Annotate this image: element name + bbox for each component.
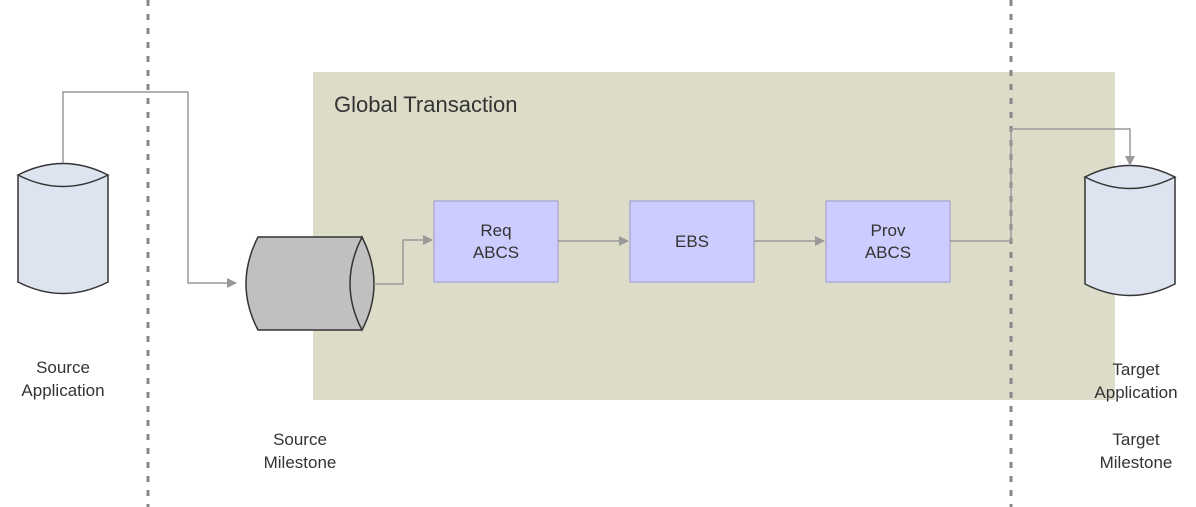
source-milestone-label: Source Milestone xyxy=(240,428,360,474)
ebs-label-line-1: EBS xyxy=(674,231,710,251)
prov-abcs-to-target-arrow xyxy=(950,128,1135,242)
target-application-database-icon xyxy=(1083,164,1177,297)
ebs-label: EBS xyxy=(630,201,754,282)
req-abcs-label: Req ABCS xyxy=(434,201,558,282)
prov-abcs-label: Prov ABCS xyxy=(826,201,950,282)
req-abcs-label-line-2: ABCS xyxy=(472,242,520,262)
target-milestone-label: Target Milestone xyxy=(1078,428,1194,474)
source-milestone-label-line-1: Source xyxy=(273,430,327,449)
source-to-queue-arrow xyxy=(62,91,237,288)
source-application-label: Source Application xyxy=(0,356,126,402)
source-application-database-icon xyxy=(16,162,110,295)
ebs-box xyxy=(629,200,755,283)
req-abcs-label-line-1: Req xyxy=(480,220,512,240)
target-application-label: Target Application xyxy=(1078,358,1194,404)
prov-abcs-label-line-1: Prov xyxy=(870,220,906,240)
queue-to-req-abcs-arrow xyxy=(374,235,433,285)
source-application-label-line-1: Source xyxy=(36,358,90,377)
req-abcs-box xyxy=(433,200,559,283)
prov-abcs-box xyxy=(825,200,951,283)
source-milestone-queue-icon xyxy=(245,235,375,332)
source-milestone-label-line-2: Milestone xyxy=(263,453,337,472)
prov-abcs-label-line-2: ABCS xyxy=(864,242,912,262)
target-milestone-label-line-2: Milestone xyxy=(1099,453,1173,472)
target-application-label-line-2: Application xyxy=(1094,383,1178,402)
target-milestone-label-line-1: Target xyxy=(1112,430,1160,449)
source-application-label-line-2: Application xyxy=(21,381,105,400)
target-application-label-line-1: Target xyxy=(1112,360,1160,379)
global-transaction-title: Global Transaction xyxy=(334,92,518,117)
